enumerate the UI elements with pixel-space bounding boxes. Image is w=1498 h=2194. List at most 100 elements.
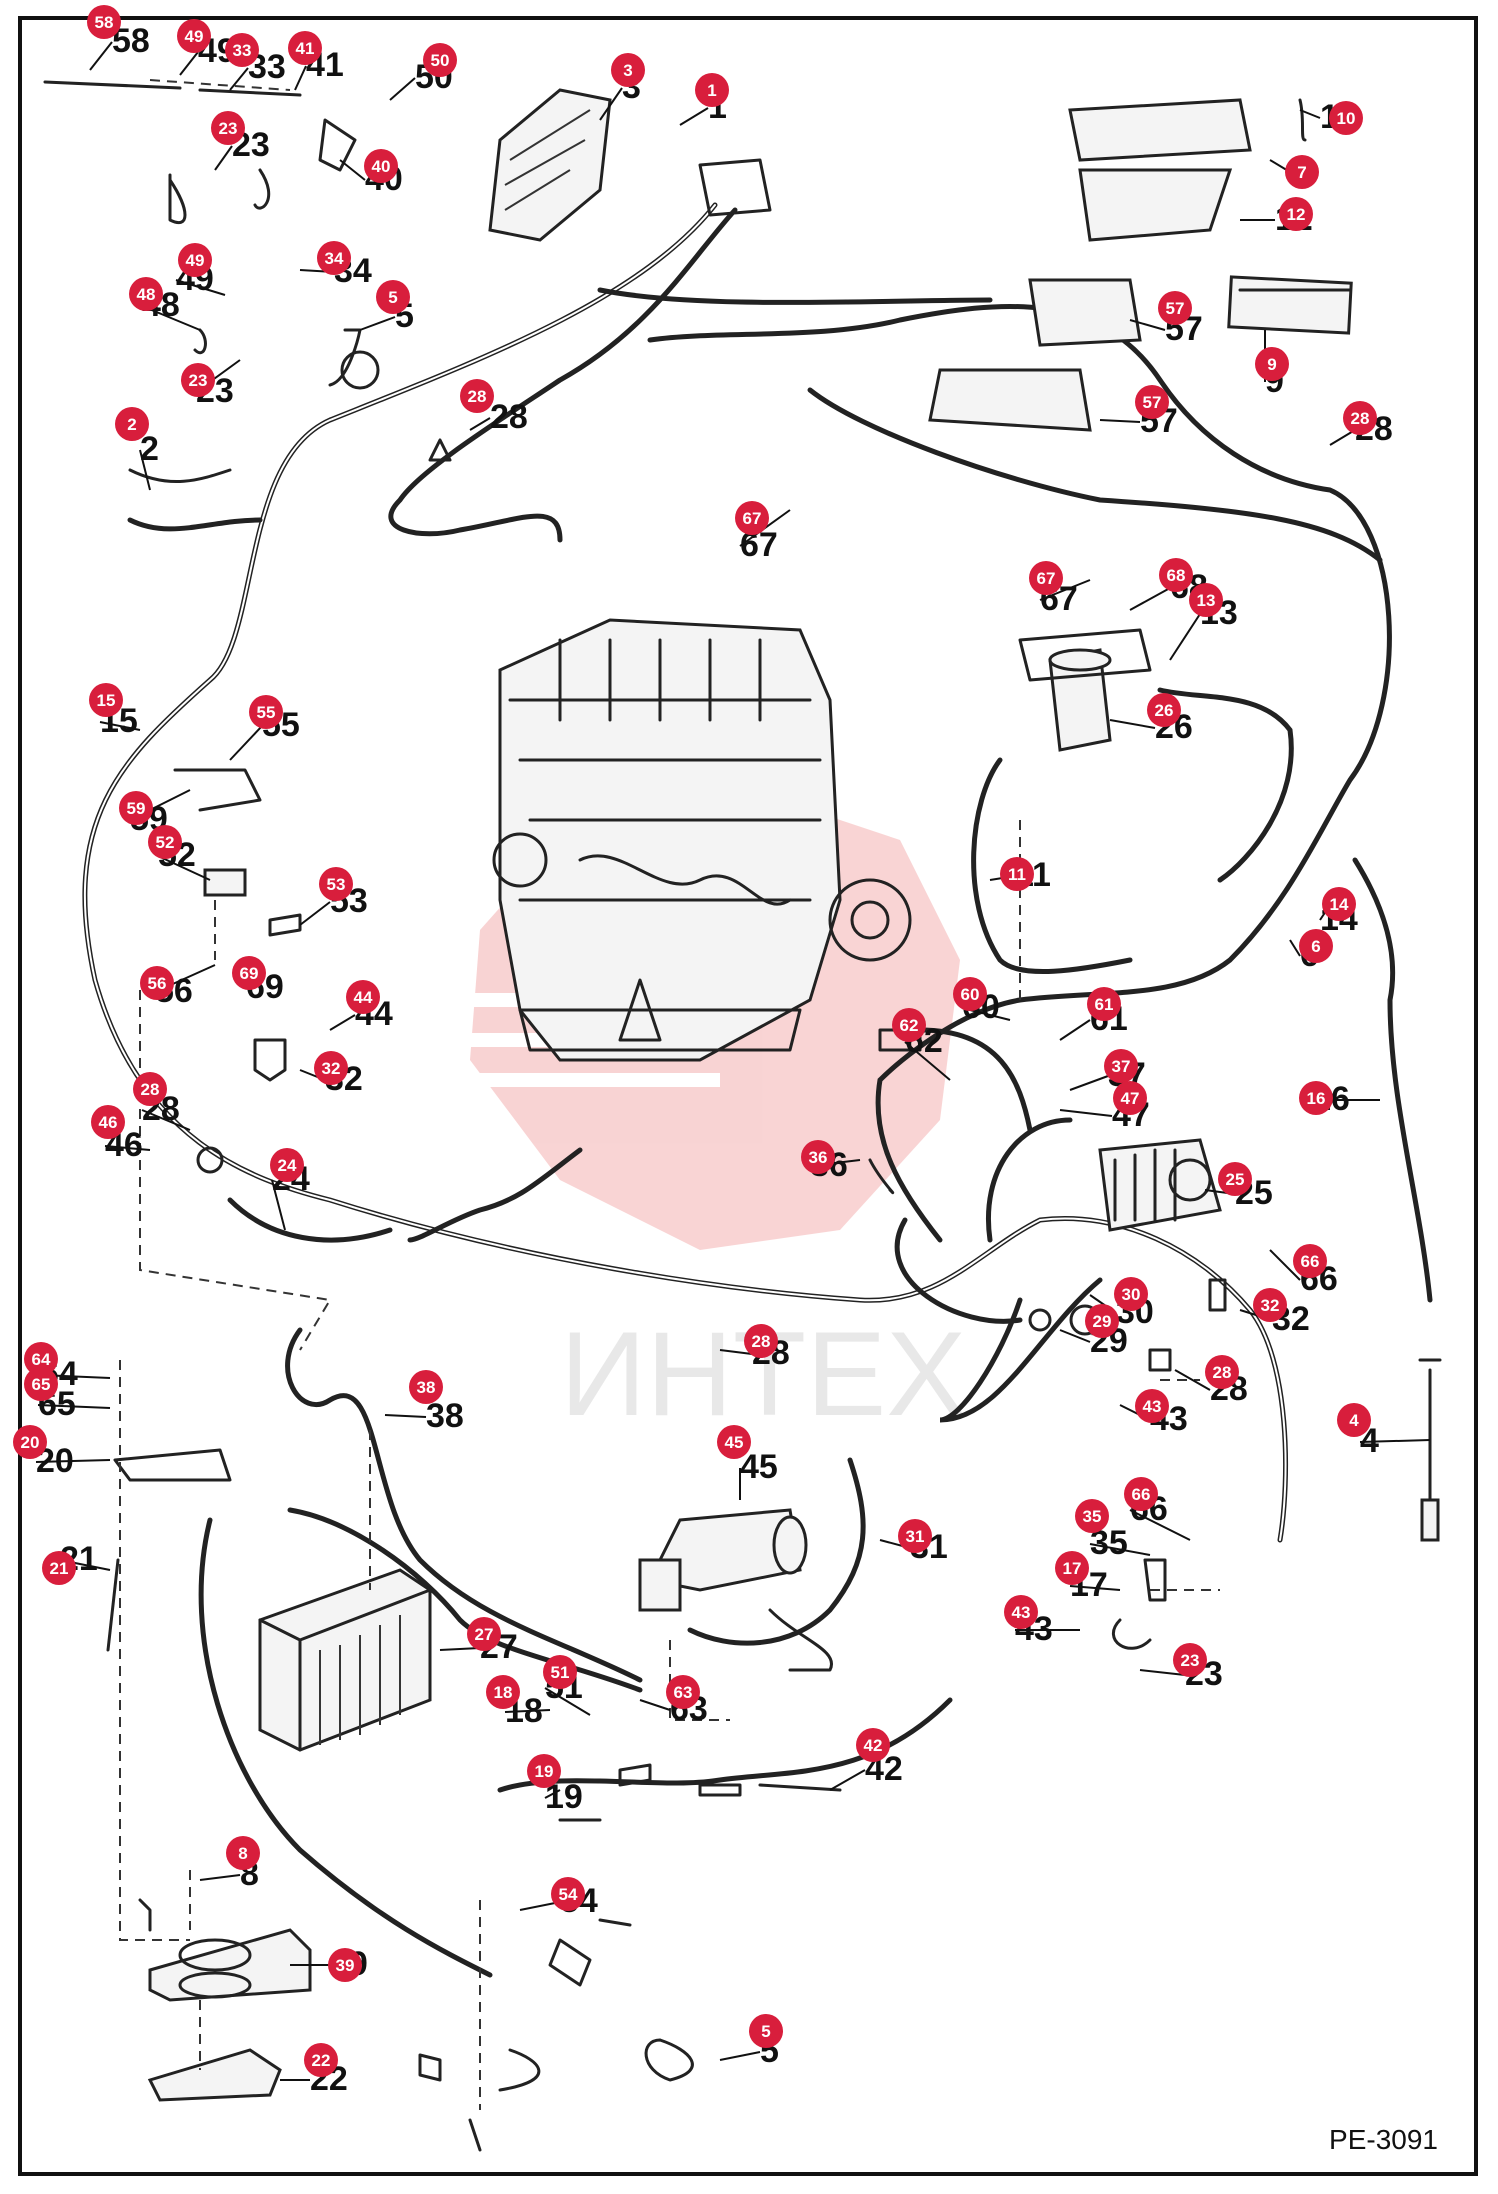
leader-line <box>141 1109 191 1131</box>
callout-7: 77 <box>1269 152 1319 190</box>
callout-marker-number: 50 <box>431 51 450 70</box>
callout-marker <box>119 791 153 825</box>
callout-3: 33 <box>599 53 645 121</box>
callout-marker-number: 37 <box>1112 1057 1131 1076</box>
callout-marker-number: 20 <box>21 1433 40 1452</box>
callout-marker <box>695 73 729 107</box>
callout-marker-number: 32 <box>1261 1296 1280 1315</box>
callout-marker <box>1173 1643 1207 1677</box>
callout-marker-number: 31 <box>906 1527 925 1546</box>
callout-marker <box>1000 857 1034 891</box>
leader-line <box>229 725 263 761</box>
callout-marker <box>666 1675 700 1709</box>
callout-marker-number: 18 <box>494 1683 513 1702</box>
callout-label: 28 <box>490 398 528 436</box>
callout-label: 38 <box>426 1397 464 1435</box>
callout-marker-number: 54 <box>559 1885 578 1904</box>
callout-marker-number: 62 <box>900 1016 919 1035</box>
callout-marker <box>898 1519 932 1553</box>
callout-marker <box>1029 561 1063 595</box>
callout-marker-number: 61 <box>1095 995 1114 1014</box>
callout-marker-number: 3 <box>623 61 632 80</box>
callout-marker <box>1329 101 1363 135</box>
callout-61: 6161 <box>1059 987 1128 1041</box>
leader-line <box>299 901 331 926</box>
callout-24: 2424 <box>270 1148 310 1231</box>
callout-marker <box>133 1072 167 1106</box>
callout-8: 88 <box>199 1836 260 1893</box>
ecu-controller <box>488 88 772 242</box>
callout-marker-number: 15 <box>97 691 116 710</box>
leader-line <box>271 1179 286 1231</box>
leader-line <box>1089 1543 1151 1556</box>
leader-line <box>544 1789 561 1799</box>
callout-layer: 5858494933334141505033111010771212232340… <box>13 5 1431 2098</box>
callout-marker <box>211 111 245 145</box>
callout-marker-number: 14 <box>1330 895 1349 914</box>
leader-line <box>519 1901 561 1911</box>
callout-marker-number: 27 <box>475 1625 494 1644</box>
callout-marker <box>1189 583 1223 617</box>
callout-marker <box>24 1367 58 1401</box>
callout-marker <box>551 1877 585 1911</box>
callout-marker <box>87 5 121 39</box>
leader-line <box>1329 429 1356 446</box>
callout-marker <box>801 1140 835 1174</box>
callout-marker <box>1004 1595 1038 1629</box>
leader-line <box>199 1874 241 1881</box>
callout-marker-number: 48 <box>137 285 156 304</box>
callout-marker <box>177 19 211 53</box>
callout-marker <box>24 1342 58 1376</box>
callout-marker <box>288 31 322 65</box>
callout-marker-number: 28 <box>1351 409 1370 428</box>
diagram-code: PE-3091 <box>1329 2124 1438 2155</box>
callout-40: 4040 <box>339 149 403 198</box>
leader-line <box>89 41 113 71</box>
leader-line <box>294 65 307 91</box>
callout-marker <box>328 1948 362 1982</box>
callout-10: 1010 <box>1299 98 1363 136</box>
callout-marker <box>1135 385 1169 419</box>
starter-motor <box>638 1508 834 1672</box>
callout-label: 45 <box>740 1448 778 1486</box>
callout-marker-number: 17 <box>1063 1559 1082 1578</box>
callout-12: 1212 <box>1240 197 1313 238</box>
callout-marker-number: 52 <box>156 833 175 852</box>
callout-marker <box>314 1051 348 1085</box>
leader-line <box>175 279 226 296</box>
callout-marker-number: 25 <box>1226 1170 1245 1189</box>
callout-marker-number: 12 <box>1287 205 1306 224</box>
callout-marker <box>1322 887 1356 921</box>
callout-marker <box>527 1754 561 1788</box>
callout-marker <box>735 501 769 535</box>
callout-marker-number: 9 <box>1267 355 1276 374</box>
callout-marker-number: 35 <box>1083 1507 1102 1526</box>
leader-line <box>599 87 623 121</box>
leader-line <box>439 1647 481 1651</box>
callout-marker-number: 28 <box>468 387 487 406</box>
callout-marker-number: 67 <box>743 509 762 528</box>
callout-marker-number: 34 <box>325 249 344 268</box>
callout-marker-number: 57 <box>1166 299 1185 318</box>
leader-line <box>1299 109 1321 119</box>
